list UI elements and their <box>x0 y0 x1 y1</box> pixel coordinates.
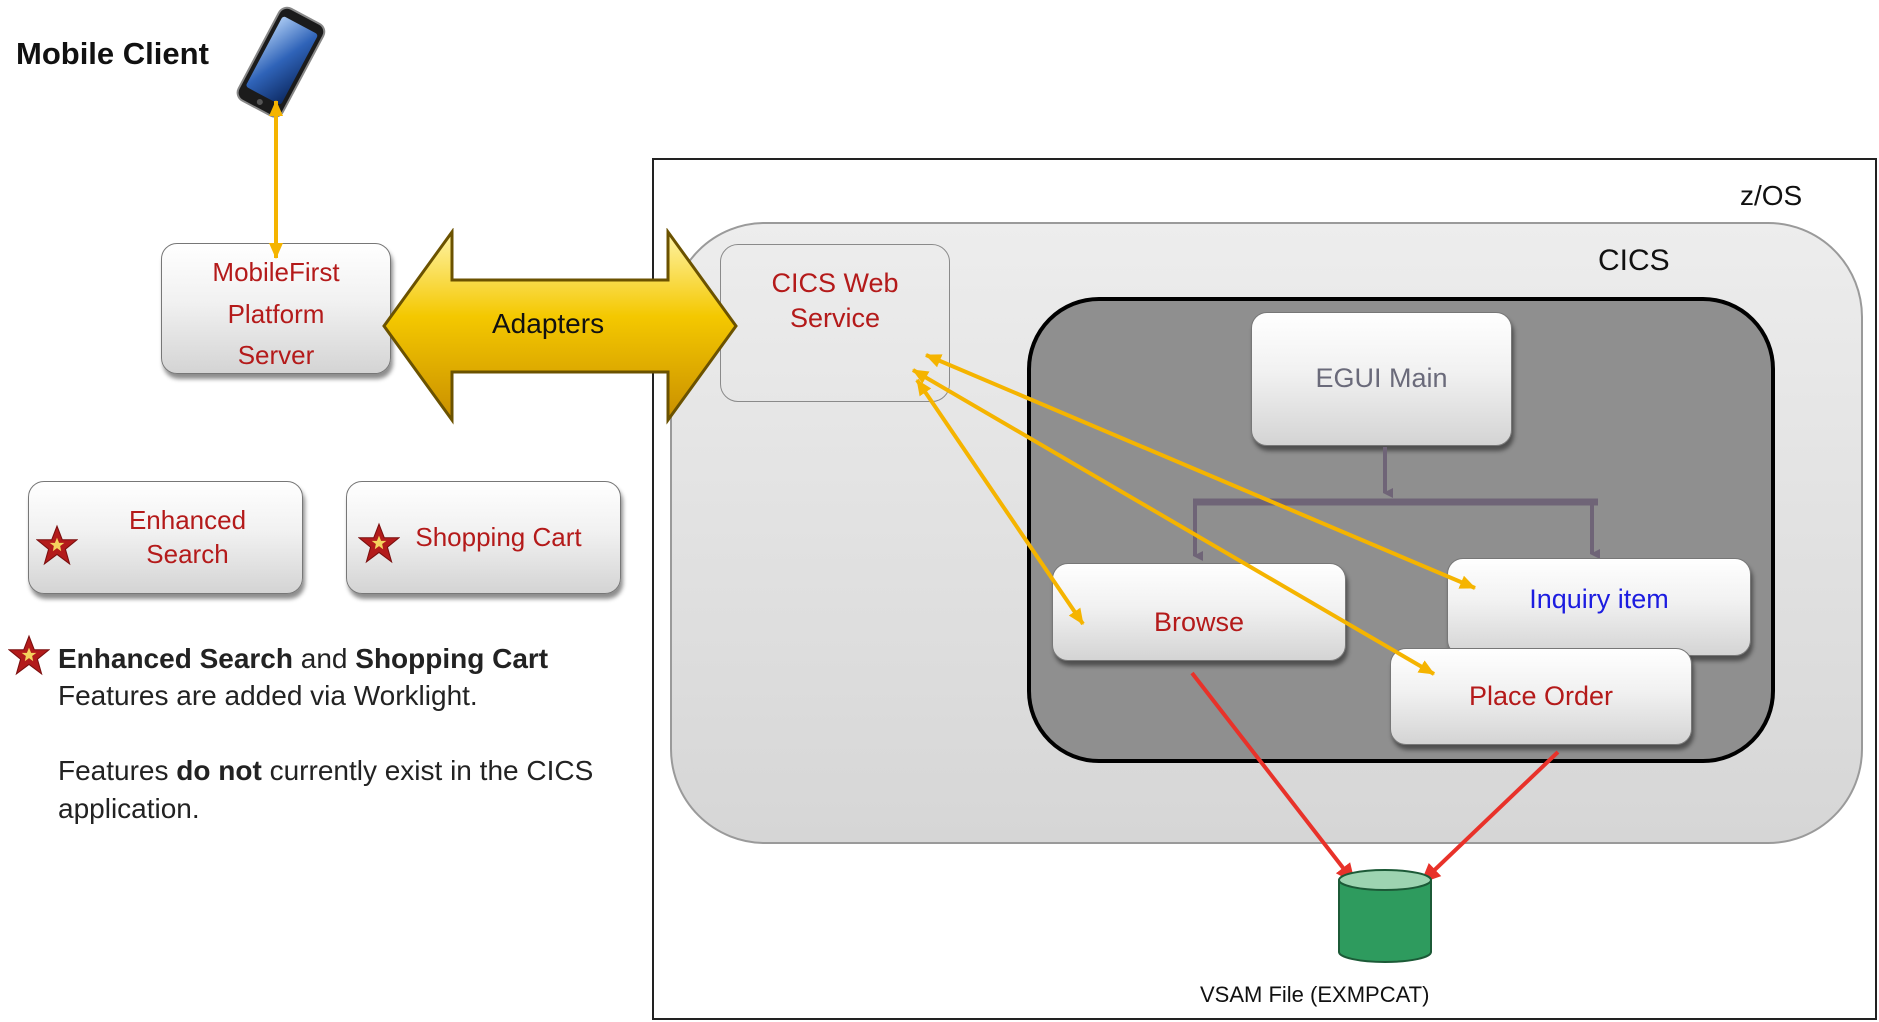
shopping-cart-label: Shopping Cart <box>415 522 582 553</box>
ws-to-place-order-arrow <box>911 368 1436 676</box>
mobilefirst-label-3: Server <box>237 340 315 371</box>
note-bold-do-not: do not <box>176 755 262 787</box>
enhanced-search-label-2: Search <box>146 538 229 569</box>
zos-label: z/OS <box>1740 180 1803 211</box>
enhanced-search-label-1: Enhanced <box>128 504 247 535</box>
cics-label: CICS <box>1598 244 1670 277</box>
inquiry-item-node: Inquiry item <box>1447 558 1751 656</box>
cics-web-service-label-2: Service <box>789 303 880 333</box>
note-rest-2: currently exist in the CICS application. <box>58 755 594 824</box>
mobilefirst-server-node: MobileFirst Platform Server <box>161 243 391 374</box>
ws-to-inquiry-arrow <box>925 353 1476 590</box>
star-icon <box>8 634 50 676</box>
mobilefirst-label-1: MobileFirst <box>212 257 340 287</box>
star-icon <box>36 524 78 566</box>
place-order-node: Place Order <box>1390 648 1692 745</box>
note-pre-2: Features <box>58 755 177 787</box>
adapters-label: Adapters <box>492 308 605 339</box>
mobile-client-label: Mobile Client <box>16 36 209 71</box>
vsam-file-label: VSAM File (EXMPCAT) <box>1200 982 1430 1007</box>
cics-web-service-node: CICS Web Service <box>720 244 950 402</box>
smartphone-icon <box>236 6 326 118</box>
place-order-label: Place Order <box>1468 680 1614 711</box>
mobilefirst-label-2: Platform <box>227 298 325 329</box>
place-order-to-vsam-arrow <box>1420 750 1560 884</box>
adapters-double-arrow <box>382 228 738 425</box>
note-bold-enhanced-search: Enhanced Search <box>58 643 293 674</box>
note-and: and <box>292 643 356 674</box>
database-cylinder-icon <box>1338 869 1432 963</box>
note-paragraph-1: Enhanced Search and Shopping Cart Featur… <box>58 640 618 714</box>
ws-to-browse-arrow <box>915 378 1085 626</box>
cics-web-service-label-1: CICS Web <box>771 267 899 298</box>
note-paragraph-2: Features do not currently exist in the C… <box>58 752 618 826</box>
features-note: Enhanced Search and Shopping Cart Featur… <box>58 640 618 827</box>
enhanced-search-node: Enhanced Search <box>28 481 303 594</box>
inquiry-item-label: Inquiry item <box>1529 584 1669 615</box>
note-bold-shopping-cart: Shopping Cart <box>355 643 549 674</box>
star-icon <box>358 522 400 564</box>
note-rest-1: Features are added via Worklight. <box>58 680 478 712</box>
browse-to-vsam-arrow <box>1190 671 1356 884</box>
